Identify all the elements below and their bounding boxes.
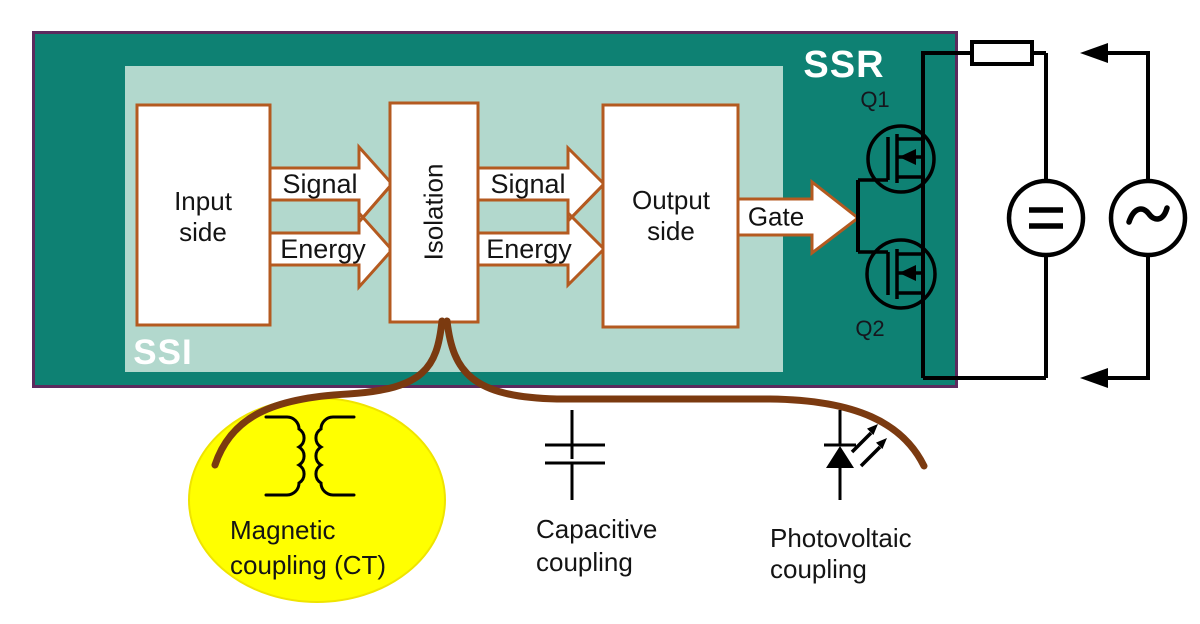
output-side-line1: Output [631, 184, 711, 215]
photodiode-icon [824, 410, 887, 500]
gate-arrow [736, 178, 861, 257]
capacitive-coupling-line2: coupling [536, 547, 633, 577]
isolation-brace-curve [211, 317, 928, 470]
photovoltaic-coupling-label: Photovoltaic coupling [770, 523, 912, 585]
magnetic-coupling-line2: coupling (CT) [230, 550, 387, 580]
mosfet-q2-icon [858, 238, 937, 310]
resistor-icon [970, 40, 1034, 66]
isolation-label: Isolation [418, 163, 449, 261]
q2-label: Q2 [855, 315, 885, 341]
energy-in-label: Energy [280, 233, 366, 264]
function-blocks [135, 101, 740, 329]
gate-label: Gate [747, 201, 805, 232]
dc-source-icon [1006, 178, 1086, 258]
wire-bottom-left [923, 255, 1048, 380]
mosfet-q1-icon [858, 124, 936, 194]
isolation-box [388, 101, 480, 324]
photovoltaic-coupling-line1: Photovoltaic [770, 523, 912, 553]
output-side-label: Output side [632, 185, 710, 247]
arrow-edge-overlap [566, 182, 606, 223]
wire-top-right [1107, 51, 1150, 181]
energy-out-label: Energy [486, 233, 572, 264]
signal-energy-block-arrows [268, 143, 861, 291]
output-side-line2: side [647, 216, 695, 246]
brace-right-branch [443, 317, 928, 470]
ac-source-icon [1108, 178, 1188, 258]
energy-arrow-isolation-to-output [475, 209, 607, 289]
brace-left-branch [211, 317, 446, 469]
input-side-label: Input side [174, 186, 232, 248]
capacitive-coupling-line1: Capacitive [536, 514, 658, 544]
capacitor-icon [545, 410, 605, 500]
transformer-icon [264, 415, 356, 497]
arrow-edge-overlap [357, 183, 394, 223]
load-circuit-wiring [921, 51, 1150, 380]
output-side-box [601, 103, 740, 329]
magnetic-coupling-line1: Magnetic [230, 515, 336, 545]
capacitive-coupling-label: Capacitive coupling [536, 513, 657, 579]
input-side-box [135, 103, 272, 327]
ssr-title: SSR [803, 44, 885, 87]
energy-arrow-input-to-isolation [268, 209, 395, 291]
input-side-line2: side [179, 217, 227, 247]
wire-resistor-to-dc [1032, 51, 1048, 181]
wire-bottom-right [1107, 255, 1150, 380]
photovoltaic-coupling-line2: coupling [770, 554, 867, 584]
signal-out-label: Signal [490, 168, 566, 199]
q1-label: Q1 [860, 86, 890, 112]
input-side-line1: Input [174, 185, 232, 216]
magnetic-coupling-label: Magnetic coupling (CT) [230, 513, 386, 583]
ssi-title: SSI [133, 333, 193, 372]
current-arrow-top-icon [1080, 43, 1108, 63]
current-arrow-bottom-icon [1080, 368, 1108, 388]
signal-in-label: Signal [282, 168, 358, 199]
